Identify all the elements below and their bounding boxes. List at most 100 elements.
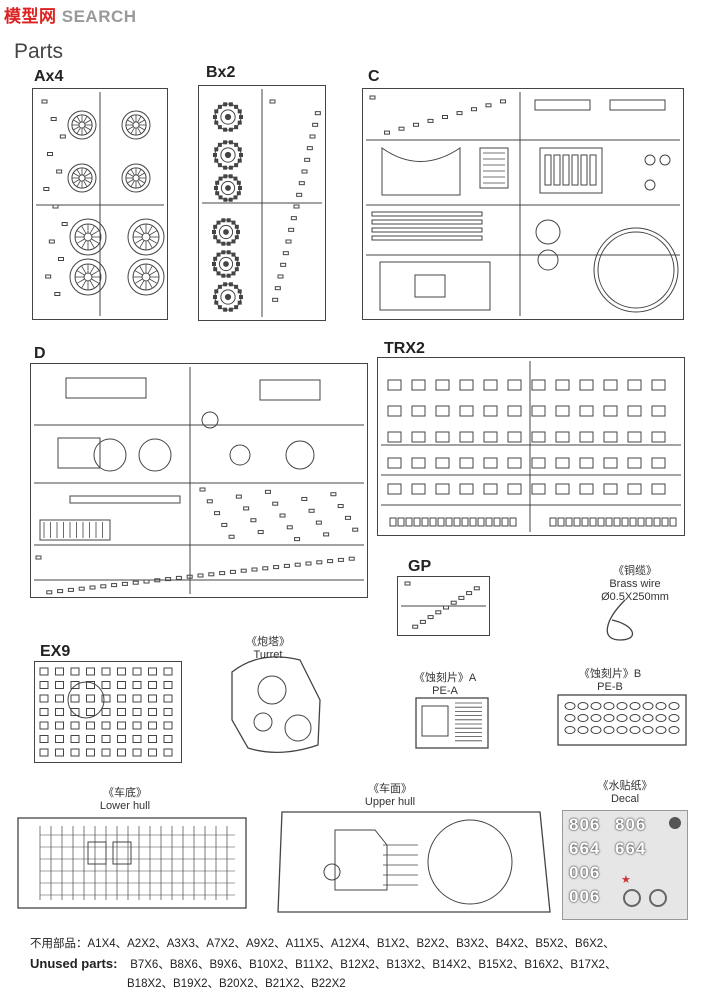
small-part-d [111,583,118,588]
road-wheel-large-hub [83,272,93,282]
ex-small-part [132,667,142,676]
small-part-b [309,134,316,139]
sprocket-wheel-tooth [213,267,218,272]
sprocket-wheel-tooth [217,163,222,168]
track-link [387,379,402,391]
small-part-d2 [250,518,257,523]
sprocket-wheel-tooth [226,218,231,223]
sprocket-wheel-tooth [239,153,243,157]
small-part-d [89,585,96,590]
small-part-d2 [257,530,264,535]
ex-small-part [163,748,173,757]
small-part-a [47,152,53,156]
track-link [579,457,594,469]
track-link [627,431,642,443]
small-part-d [165,577,172,582]
ex-small-part [148,667,157,676]
small-part-c [442,115,448,119]
caption-turret-en: Turret [253,649,283,661]
sprue-runner [73,172,80,177]
sprue-runner [73,119,80,124]
sprue-runner [89,225,95,234]
sprue-label-d: D [34,345,46,362]
ex-small-part [55,694,64,703]
ex-small-part [70,708,80,716]
ex-small-part [148,681,157,689]
sprue-runner [84,126,91,131]
road-wheel-large-rim [132,223,160,251]
small-part-b [288,227,295,232]
turret-port [253,712,273,732]
small-part-gp [458,595,465,600]
sprue-runner [81,225,87,234]
track-link [435,379,450,391]
caption-pea-en: PE-A [432,685,458,697]
sprue-runner [73,126,80,131]
track-run-link [621,517,629,527]
small-part-b [296,192,303,197]
small-part-gp [412,624,419,629]
sprocket-wheel-tooth [228,174,233,179]
caption-decal: 《水贴纸》 Decal [585,780,665,806]
track-link [387,405,402,417]
caption-peb-cn: 《蚀刻片》B [578,668,642,680]
deck-slat [544,154,552,186]
track-link [627,379,642,391]
pe-b-part [629,714,641,722]
small-part-b [272,297,279,302]
sprocket-wheel-tooth [216,271,221,276]
track-run-link [501,517,509,527]
pe-b-part [642,726,654,734]
track-link [387,483,402,495]
sprocket-wheel-tooth [237,300,242,305]
sprocket-wheel-tooth [226,241,231,246]
small-part-d [67,587,74,592]
unused-line-1: A1X4、A2X2、A3X3、A7X2、A9X2、A11X5、A12X4、B1X… [87,938,615,950]
caption-pea-cn: 《蚀刻片》A [413,672,477,684]
sprocket-wheel-tooth [228,102,233,107]
sprocket-wheel-tooth [238,186,242,190]
sprue-runner [83,116,88,123]
sprocket-wheel-tooth [213,235,218,240]
sprue-runner [147,225,153,234]
pe-b-part [642,702,654,710]
sprocket-wheel-tooth [213,256,218,261]
upper-hull-outline [277,811,551,913]
decal-number-664-left: 664 [569,839,601,858]
sprue-runner [139,240,145,249]
sprue-runner [83,169,88,176]
small-part-a [50,117,57,121]
small-part-d [175,575,182,580]
pe-a-fret [415,697,489,749]
sprocket-wheel-tooth [214,109,219,114]
small-part-a [52,204,59,209]
small-part-d [197,573,204,578]
ex-small-part [39,708,49,716]
small-part-b [304,157,311,162]
sprocket-wheel-tooth [216,220,221,225]
pe-b-part [603,726,615,734]
sprue-runner [84,179,91,184]
track-run-link [573,517,581,527]
pe-b-part [655,726,667,734]
sprue-runner [149,270,158,276]
sprocket-wheel-tooth [218,195,223,200]
small-part-d [132,580,139,585]
track-link [531,483,546,495]
track-link [579,483,594,495]
track-link [411,379,426,391]
sprocket-wheel-tooth [228,282,233,287]
track-link [459,405,474,417]
ex-small-part [117,694,126,703]
sprocket-wheel-hub [224,151,232,159]
small-part-b [280,262,287,267]
decal-emblem-icon-2 [649,889,667,907]
ex-small-part [117,681,126,689]
sprocket-wheel-tooth [214,120,219,125]
sprocket-wheel-inner [220,147,236,163]
ex-small-part [70,667,80,676]
sprue-runner [149,278,158,284]
track-link [411,405,426,417]
sprue-runner [134,270,143,276]
sprue-runner [76,278,85,284]
